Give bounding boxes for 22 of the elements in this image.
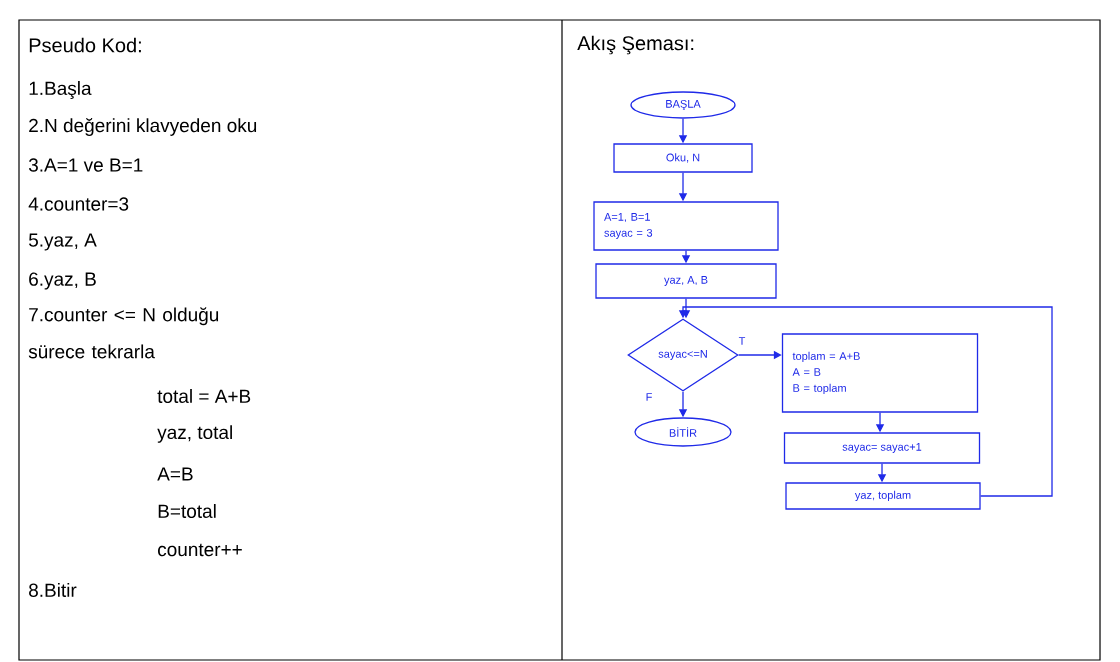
process-box: yaz, A, B xyxy=(595,263,777,299)
code-line: 5.yaz, A xyxy=(28,233,97,251)
code-line: yaz, total xyxy=(157,425,232,443)
code-line: 3.A=1 ve B=1 xyxy=(28,158,143,172)
edge-label: T xyxy=(737,336,747,346)
code-line: 4.counter=3 xyxy=(28,197,129,211)
process-box: sayac= sayac+1 xyxy=(783,432,981,464)
code-line: 6.yaz, B xyxy=(29,272,96,290)
code-line: 1.Başla xyxy=(29,81,92,99)
process-box: A=1, B=1 sayac = 3 xyxy=(593,201,779,251)
code-line: 8.Bitir xyxy=(29,583,77,597)
code-line: A=B xyxy=(157,467,193,481)
process-box: toplam = A+B A = B B = toplam xyxy=(781,333,979,413)
process-box: yaz, toplam xyxy=(785,482,981,510)
heading: Pseudo Kod: xyxy=(29,37,141,53)
code-line: counter++ xyxy=(158,543,242,557)
heading: Akış Şeması: xyxy=(577,35,694,55)
code-line: 2.N değerini klavyeden oku xyxy=(29,118,257,136)
code-line: total = A+B xyxy=(157,389,251,403)
code-line: B=total xyxy=(158,504,216,518)
process-box: Oku, N xyxy=(613,143,753,173)
edge-label: F xyxy=(644,392,654,402)
